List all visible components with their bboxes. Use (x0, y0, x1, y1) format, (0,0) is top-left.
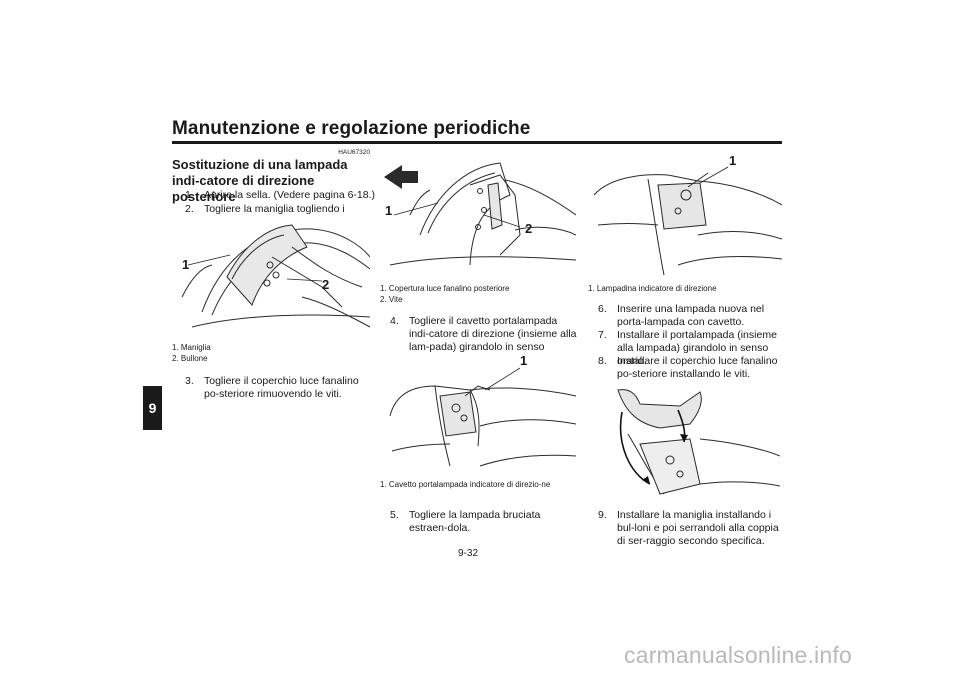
watermark: carmanualsonline.info (624, 642, 852, 668)
step-1: 1. Aprire la sella. (Vedere pagina 6-18.… (185, 189, 375, 202)
title-rule (172, 141, 782, 144)
figure-cover-removal: 1 2 (380, 155, 576, 281)
step-number: 7. (598, 329, 607, 341)
step-text: Installare il coperchio luce fanalino po… (617, 355, 778, 381)
callout-1: 1 (182, 257, 190, 272)
step-number: 4. (390, 315, 399, 327)
figure-caption: 1. Lampadina indicatore di direzione (588, 284, 717, 293)
step-5: 5. Togliere la lampada bruciata estraen-… (390, 509, 578, 535)
callout-1: 1 (729, 153, 737, 168)
page-title: Manutenzione e regolazione periodiche (172, 118, 531, 139)
section-heading: Sostituzione di una lampada indi-catore … (172, 157, 348, 204)
callout-1: 1 (385, 203, 393, 218)
taillight-cover-illustration (384, 162, 576, 266)
scooter-rear-illustration (181, 224, 370, 328)
arrow-icon (680, 434, 688, 442)
cover-reinstall-illustration (617, 389, 780, 495)
callout-1: 1 (520, 353, 528, 368)
step-text: Installare la maniglia installando i bul… (617, 509, 779, 548)
callout-2: 2 (525, 221, 533, 236)
step-number: 6. (598, 303, 607, 315)
turn-signal-bulb-illustration (593, 166, 782, 276)
figure-caption: 2. Vite (380, 295, 403, 304)
arrow-icon (384, 165, 418, 189)
step-6: 6. Inserire una lampada nuova nel porta-… (598, 303, 786, 329)
figure-caption: 1. Copertura luce fanalino posteriore (380, 284, 510, 293)
figure-caption: 1. Cavetto portalampada indicatore di di… (380, 480, 551, 489)
page-number: 9-32 (458, 548, 479, 559)
step-number: 5. (390, 509, 399, 521)
step-7: 7. Installare il portalampada (insieme a… (598, 329, 786, 369)
figure-reinstall (600, 384, 780, 502)
step-number: 1. (185, 189, 194, 201)
step-9: 9. Installare la maniglia installando i … (598, 509, 786, 549)
section-code: HAU67320 (338, 149, 370, 156)
figure-socket-removal: 1 (380, 353, 576, 476)
step-text: Togliere il coperchio luce fanalino po-s… (204, 375, 359, 401)
figure-caption: 2. Bullone (172, 354, 208, 363)
step-number: 9. (598, 509, 607, 521)
figure-handle-removal: 1 2 (172, 217, 370, 337)
step-number: 2. (185, 203, 194, 215)
figure-bulb: 1 (588, 153, 782, 279)
step-text: Installare il portalampada (insieme alla… (617, 329, 777, 368)
step-text: Inserire una lampada nuova nel porta-lam… (617, 303, 765, 329)
step-text: Togliere la lampada bruciata estraen-dol… (409, 509, 541, 535)
bulb-socket-illustration (389, 367, 576, 467)
chapter-tab: 9 (143, 386, 162, 430)
step-8: 8. Installare il coperchio luce fanalino… (598, 355, 786, 381)
step-number: 8. (598, 355, 607, 367)
callout-2: 2 (322, 277, 330, 292)
arrow-icon (642, 476, 650, 484)
figure-caption: 1. Maniglia (172, 343, 211, 352)
step-3: 3. Togliere il coperchio luce fanalino p… (185, 375, 375, 401)
step-number: 3. (185, 375, 194, 387)
step-text: Aprire la sella. (Vedere pagina 6-18.) (204, 189, 376, 201)
